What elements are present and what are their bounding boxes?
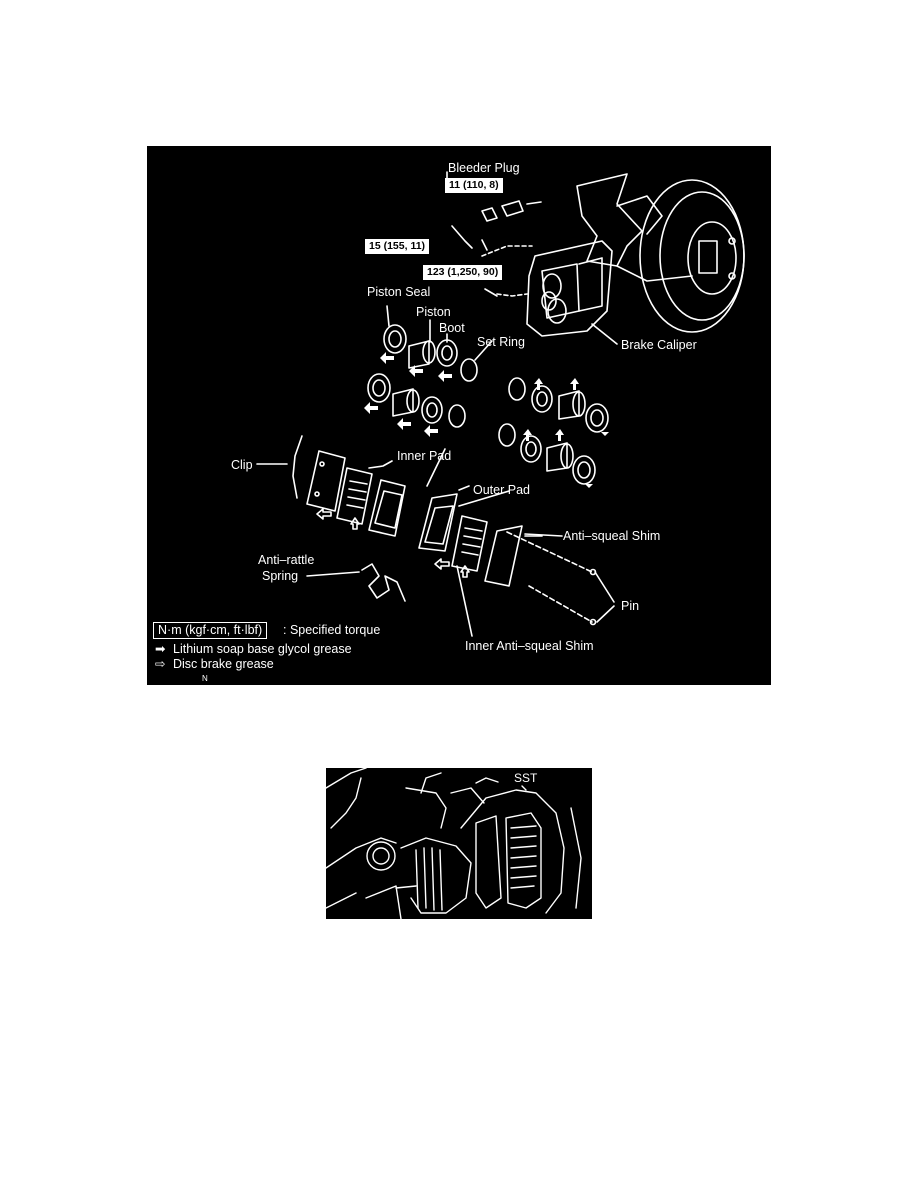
label-pin: Pin	[621, 599, 640, 613]
label-boot: Boot	[439, 321, 465, 335]
label-set-ring: Set Ring	[477, 335, 525, 349]
label-piston-seal: Piston Seal	[367, 285, 431, 299]
solid-arrow-icon: ➡	[155, 642, 166, 656]
legend-torque-unit-box: N·m (kgf·cm, ft·lbf)	[153, 622, 268, 639]
figure-code: N	[202, 674, 208, 683]
label-inner-pad: Inner Pad	[397, 449, 452, 463]
legend-lithium-text: Lithium soap base glycol grease	[173, 642, 352, 656]
hollow-arrow-icon: ⇨	[155, 657, 166, 671]
torque-caliper-bolt: 123 (1,250, 90)	[423, 265, 503, 280]
diagram-artwork	[256, 171, 745, 637]
label-anti-squeal-shim: Anti–squeal Shim	[563, 529, 661, 543]
legend-disc-row: ⇨ Disc brake grease	[155, 657, 274, 671]
label-anti-rattle-line1: Anti–rattle	[258, 553, 315, 567]
legend-lithium-row: ➡ Lithium soap base glycol grease	[155, 642, 352, 656]
legend-disc-text: Disc brake grease	[173, 657, 274, 671]
knuckle	[576, 173, 643, 267]
label-anti-rattle-line2: Spring	[262, 569, 299, 583]
caliper-body	[526, 240, 613, 337]
torque-union-bolt: 15 (155, 11)	[365, 239, 430, 254]
hub	[687, 221, 737, 295]
label-brake-caliper: Brake Caliper	[621, 338, 697, 352]
label-outer-pad: Outer Pad	[473, 483, 530, 497]
anti-rattle-spring	[361, 563, 406, 602]
sst-caliper-diagram: SST	[326, 768, 592, 919]
torque-bleeder: 11 (110, 8)	[445, 178, 503, 193]
brake-rotor	[639, 179, 745, 333]
legend-torque-desc: : Specified torque	[283, 623, 381, 637]
brake-caliper-exploded-diagram: Bleeder Plug 11 (110, 8) 15 (155, 11) 12…	[147, 146, 771, 685]
clip-shape	[292, 435, 303, 499]
label-sst: SST	[514, 771, 538, 785]
label-clip: Clip	[231, 458, 253, 472]
label-bleeder-plug: Bleeder Plug	[448, 161, 520, 175]
label-inner-anti-squeal-shim: Inner Anti–squeal Shim	[465, 639, 594, 653]
sst-artwork	[326, 768, 582, 919]
label-piston: Piston	[416, 305, 451, 319]
